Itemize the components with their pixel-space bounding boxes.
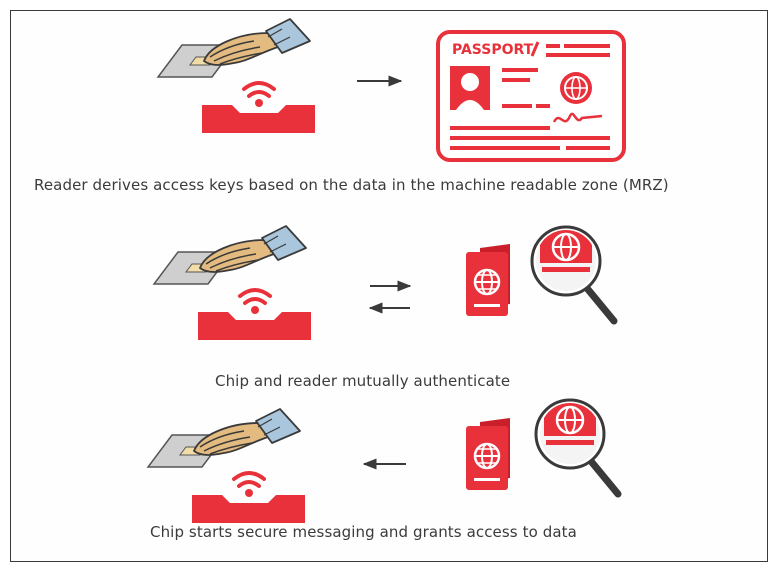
hand-card-reader-icon [146,407,307,525]
magnifier-globe-icon [530,225,620,325]
hand-card-reader-icon [156,17,317,135]
passport-booklet-icon [464,416,512,492]
hand-card-reader-icon [152,224,313,342]
passport-booklet-icon [464,242,512,318]
step-3-caption: Chip starts secure messaging and grants … [150,523,577,541]
arrow-right-icon [370,280,412,292]
arrow-left-icon [368,302,410,314]
passport-card-icon: PASSPORT [436,30,626,162]
passport-title: PASSPORT [452,42,534,58]
arrow-left-icon [362,458,406,470]
step-2-caption: Chip and reader mutually authenticate [215,372,511,390]
step-1-caption: Reader derives access keys based on the … [34,176,669,194]
arrow-right-icon [357,75,403,87]
magnifier-globe-icon [534,398,624,498]
